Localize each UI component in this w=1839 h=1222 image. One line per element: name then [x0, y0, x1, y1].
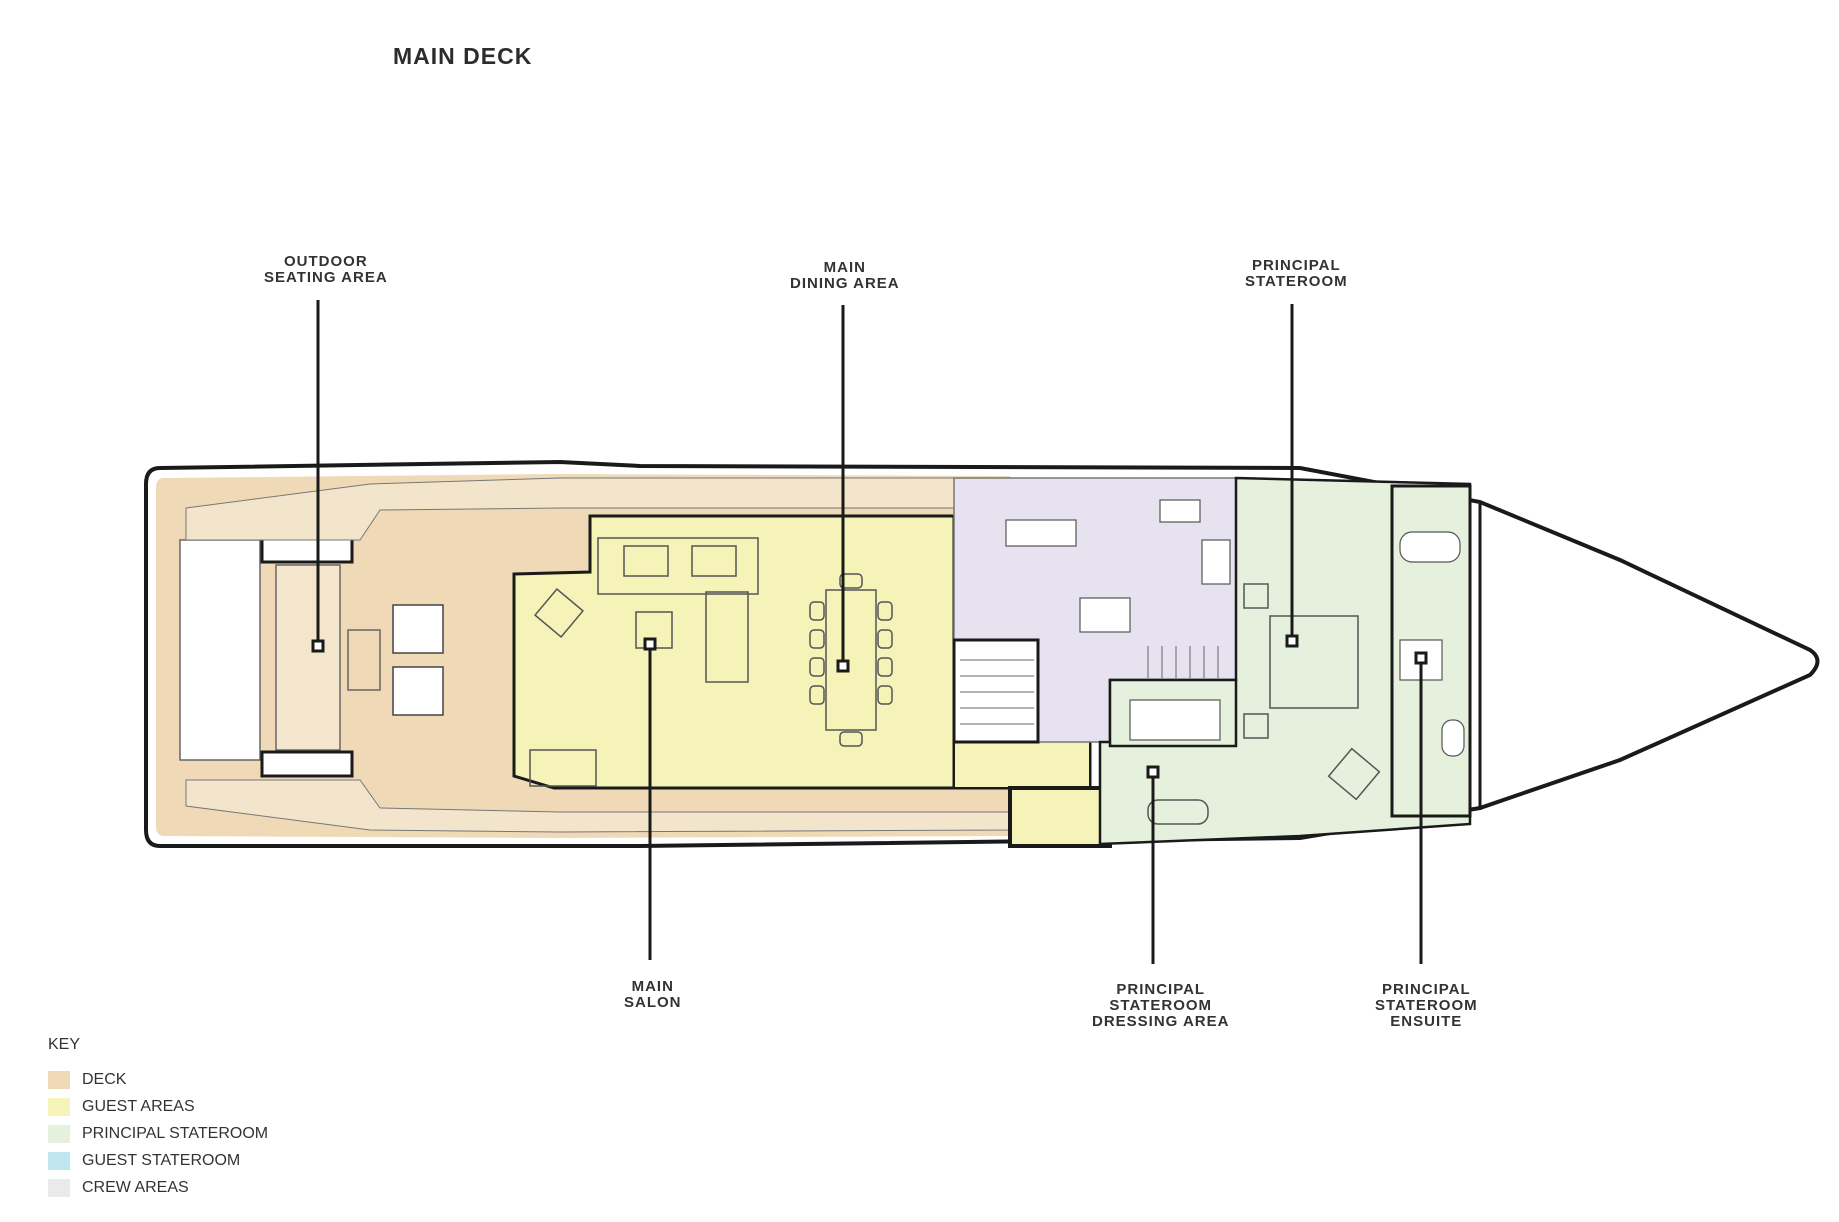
salon-bar [529, 749, 597, 787]
key-swatch [48, 1152, 70, 1170]
key-item-deck: DECK [48, 1071, 126, 1089]
page-title: MAIN DECK [393, 43, 533, 69]
ensuite-tub [1399, 531, 1461, 563]
ensuite-basin [1441, 719, 1465, 757]
aft-bench-bottom [260, 750, 354, 778]
key-swatch [48, 1071, 70, 1089]
stair-treads [960, 659, 1034, 725]
aft-sunpad [275, 564, 341, 751]
stair-treads-upper [1147, 646, 1219, 678]
key-swatch [48, 1098, 70, 1116]
galley-island [1005, 519, 1077, 547]
lounger-1 [392, 604, 444, 654]
aft-table [347, 629, 381, 691]
principal-bathtub [1147, 799, 1209, 825]
key-title: KEY [48, 1036, 81, 1053]
salon-cabinet [705, 591, 749, 683]
crew-stair [952, 638, 1040, 744]
key-label: GUEST AREAS [82, 1098, 195, 1115]
callout-leaders [311, 300, 1428, 964]
dining-chairs [809, 573, 893, 747]
key-item-crew-areas: CREW AREAS [48, 1179, 189, 1197]
salon-sofa [597, 537, 759, 595]
galley-hob [1201, 539, 1231, 585]
key-label: GUEST STATEROOM [82, 1152, 241, 1169]
key-swatch [48, 1125, 70, 1143]
lounger-2 [392, 666, 444, 716]
key-label: DECK [82, 1071, 127, 1088]
principal-armchair [1327, 747, 1381, 801]
dining-table [825, 589, 877, 731]
salon-armchair [533, 587, 585, 639]
key-item-guest-stateroom: GUEST STATEROOM [48, 1152, 240, 1170]
key-item-principal-stateroom: PRINCIPAL STATEROOM [48, 1125, 268, 1143]
aft-platform [179, 539, 261, 761]
bed-nightstand-1 [1243, 583, 1269, 609]
aft-bench-top [260, 536, 354, 564]
principal-bed [1269, 615, 1359, 709]
key-label: CREW AREAS [82, 1179, 189, 1196]
galley-sink [1159, 499, 1201, 523]
guest-lobby [953, 739, 1091, 789]
guest-stair-box [1008, 786, 1112, 848]
wardrobe [1129, 699, 1221, 741]
salon-chair-1 [623, 545, 669, 577]
salon-chair-2 [691, 545, 737, 577]
key-swatch [48, 1179, 70, 1197]
key-label: PRINCIPAL STATEROOM [82, 1125, 269, 1142]
key-item-guest-areas: GUEST AREAS [48, 1098, 195, 1116]
galley-counter [1079, 597, 1131, 633]
bed-nightstand-2 [1243, 713, 1269, 739]
